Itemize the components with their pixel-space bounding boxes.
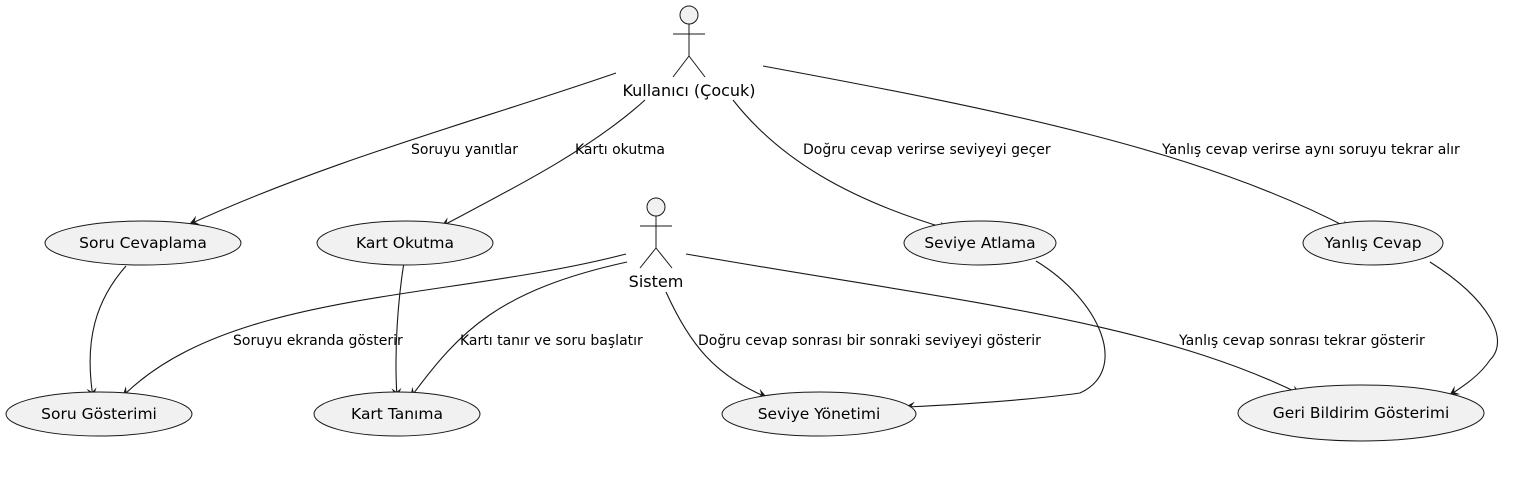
label-soruyu-yanitlar: Soruyu yanıtlar (411, 142, 518, 158)
actor-system-label: Sistem (629, 272, 684, 291)
usecase-yanlis-cevap-label: Yanlış Cevap (1323, 234, 1421, 252)
usecase-seviye-yonetimi: Seviye Yönetimi (721, 391, 917, 437)
actor-system-figure-icon (639, 197, 673, 269)
edge-soru-cevaplama-soru-gosterimi (86, 265, 127, 398)
usecase-yanlis-cevap: Yanlış Cevap (1302, 220, 1444, 266)
edge-kart-okutma-kart-tanima (391, 261, 405, 398)
edge-labels: Soruyu yanıtlar Kartı okutma Doğru cevap… (233, 142, 1460, 349)
edge-yanlis-cevap-geri-bildirim (1429, 261, 1499, 396)
label-dogru-sonrasi: Doğru cevap sonrası bir sonraki seviyeyi… (698, 333, 1041, 349)
label-dogru-cevap: Doğru cevap verirse seviyeyi geçer (803, 142, 1051, 158)
usecase-kart-tanima: Kart Tanıma (313, 391, 481, 437)
usecase-kart-okutma-label: Kart Okutma (356, 234, 454, 252)
edge-user-seviye-atlama (732, 99, 949, 232)
edge-user-soru-cevaplama (189, 72, 617, 225)
edge-seviye-atlama-seviye-yonetimi (905, 260, 1106, 412)
usecase-seviye-atlama-label: Seviye Atlama (924, 234, 1035, 252)
actor-user-label: Kullanıcı (Çocuk) (622, 81, 755, 100)
actor-user-figure-icon (672, 5, 706, 78)
label-karti-okutma: Kartı okutma (575, 142, 665, 158)
edge-sistem-soru-gosterimi (122, 253, 627, 397)
usecase-geri-bildirim: Geri Bildirim Gösterimi (1237, 384, 1485, 442)
edge-user-yanlis-cevap (762, 65, 1351, 230)
usecase-soru-gosterimi: Soru Gösterimi (5, 391, 193, 437)
edge-sistem-geri-bildirim (685, 253, 1301, 395)
edge-sistem-kart-tanima (410, 261, 628, 398)
edge-sistem-seviye-yonetimi (665, 291, 767, 399)
label-karti-tanir: Kartı tanır ve soru başlatır (460, 333, 643, 349)
usecase-seviye-yonetimi-label: Seviye Yönetimi (758, 405, 881, 423)
label-soruyu-ekranda: Soruyu ekranda gösterir (233, 333, 403, 349)
usecase-soru-cevaplama: Soru Cevaplama (44, 220, 242, 266)
usecase-seviye-atlama: Seviye Atlama (903, 220, 1057, 266)
usecase-kart-okutma: Kart Okutma (316, 220, 494, 266)
label-yanlis-cevap: Yanlış cevap verirse aynı soruyu tekrar … (1161, 142, 1460, 158)
label-yanlis-sonrasi: Yanlış cevap sonrası tekrar gösterir (1178, 333, 1425, 349)
edges (86, 65, 1499, 412)
usecase-soru-gosterimi-label: Soru Gösterimi (41, 405, 157, 423)
edge-user-kart-okutma (441, 99, 646, 227)
actor-user: Kullanıcı (Çocuk) (622, 5, 756, 100)
actor-system: Sistem (629, 197, 684, 291)
usecase-geri-bildirim-label: Geri Bildirim Gösterimi (1273, 404, 1450, 422)
usecase-kart-tanima-label: Kart Tanıma (351, 405, 443, 423)
usecase-soru-cevaplama-label: Soru Cevaplama (79, 234, 207, 252)
